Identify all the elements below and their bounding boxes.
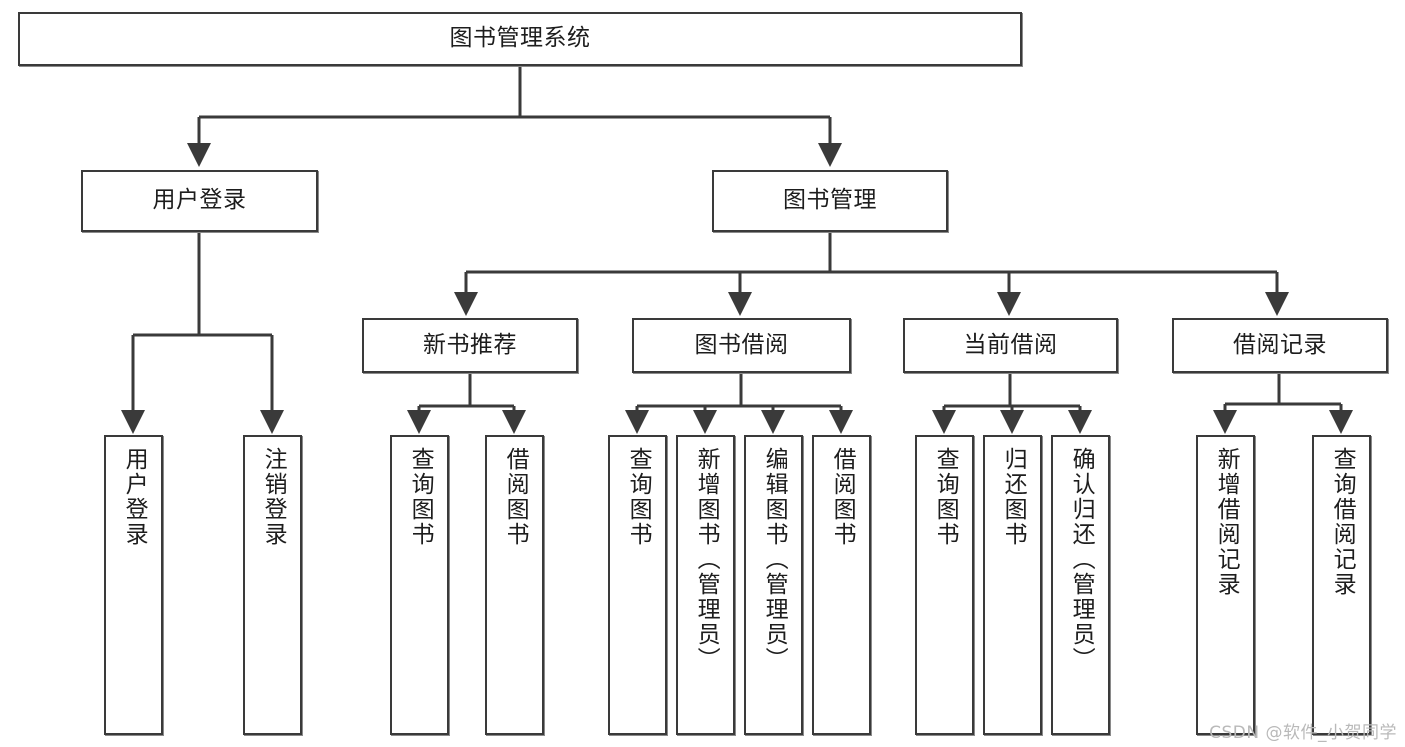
node-label: 确认归还（管理员） [1068, 447, 1095, 672]
node-user-login[interactable]: 用户登录 [81, 170, 318, 232]
node-label: 当前借阅 [963, 331, 1058, 358]
node-current-borrow[interactable]: 当前借阅 [903, 318, 1118, 373]
node-label: 用户登录 [121, 447, 148, 547]
node-label: 归还图书 [1000, 447, 1027, 547]
node-label: 图书管理 [783, 187, 877, 214]
node-leaf-add-borrow-record[interactable]: 新增借阅记录 [1196, 435, 1255, 735]
node-leaf-add-book[interactable]: 新增图书（管理员） [676, 435, 735, 735]
node-leaf-return-book[interactable]: 归还图书 [983, 435, 1042, 735]
node-borrow-record[interactable]: 借阅记录 [1172, 318, 1388, 373]
node-book-borrow[interactable]: 图书借阅 [632, 318, 851, 373]
node-new-book-recommend[interactable]: 新书推荐 [362, 318, 578, 373]
node-label: 查询图书 [407, 447, 434, 547]
node-leaf-query-book-recommend[interactable]: 查询图书 [390, 435, 449, 735]
node-leaf-borrow-book[interactable]: 借阅图书 [812, 435, 871, 735]
node-root-book-management-system[interactable]: 图书管理系统 [18, 12, 1022, 66]
node-leaf-user-login[interactable]: 用户登录 [104, 435, 163, 735]
node-leaf-borrow-book-recommend[interactable]: 借阅图书 [485, 435, 544, 735]
node-leaf-query-book-current[interactable]: 查询图书 [915, 435, 974, 735]
node-label: 编辑图书（管理员） [761, 447, 788, 672]
node-label: 图书管理系统 [449, 25, 591, 52]
node-label: 注销登录 [260, 447, 287, 547]
node-book-management[interactable]: 图书管理 [712, 170, 948, 232]
node-label: 查询图书 [625, 447, 652, 547]
node-leaf-user-logout[interactable]: 注销登录 [243, 435, 302, 735]
node-leaf-query-book-borrow[interactable]: 查询图书 [608, 435, 667, 735]
node-label: 借阅图书 [829, 447, 856, 547]
node-label: 新增借阅记录 [1213, 447, 1240, 597]
node-label: 用户登录 [152, 187, 247, 214]
node-leaf-confirm-return[interactable]: 确认归还（管理员） [1051, 435, 1110, 735]
node-label: 查询借阅记录 [1329, 447, 1356, 597]
node-label: 新增图书（管理员） [693, 447, 720, 672]
node-leaf-query-borrow-record[interactable]: 查询借阅记录 [1312, 435, 1371, 735]
node-label: 新书推荐 [423, 331, 517, 358]
node-label: 查询图书 [932, 447, 959, 547]
node-label: 借阅图书 [502, 447, 529, 547]
node-label: 借阅记录 [1233, 331, 1327, 358]
node-leaf-edit-book[interactable]: 编辑图书（管理员） [744, 435, 803, 735]
node-label: 图书借阅 [694, 331, 789, 358]
